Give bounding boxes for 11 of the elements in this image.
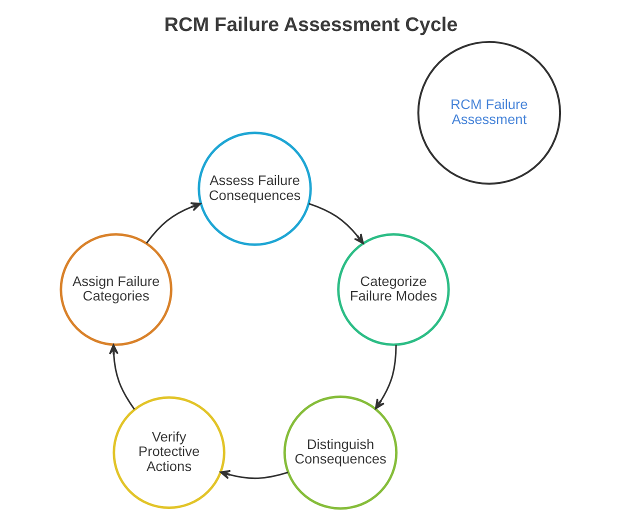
node-circle: Distinguish Consequences: [282, 396, 398, 510]
arrow: [145, 202, 201, 244]
node-circle: RCM Failure Assessment: [416, 40, 561, 185]
node-circle: Assign Failure Categories: [59, 233, 172, 346]
arrow: [374, 344, 396, 410]
arrow: [308, 202, 364, 244]
node-circle: Verify Protective Actions: [112, 396, 225, 509]
node-circle: Assess Failure Consequences: [197, 132, 312, 246]
diagram-title: RCM Failure Assessment Cycle: [164, 14, 458, 36]
arrow: [219, 470, 288, 480]
arrow: [108, 344, 135, 410]
